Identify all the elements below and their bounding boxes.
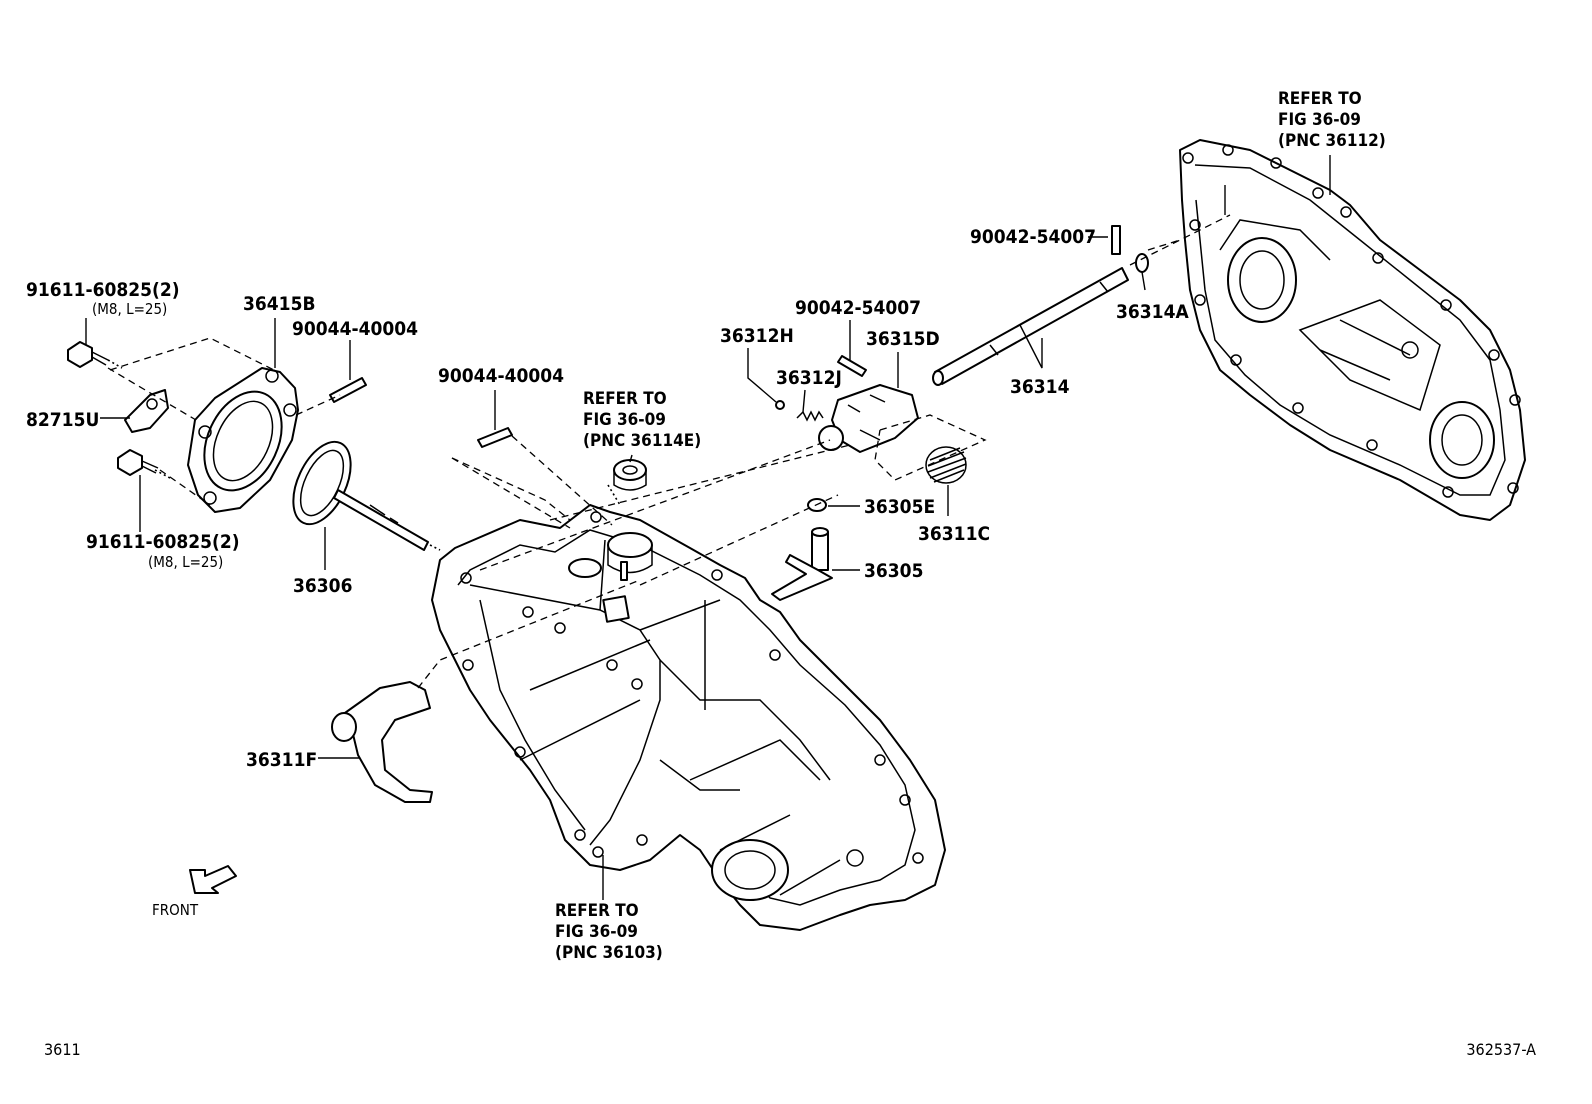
main-case	[431, 504, 946, 931]
reference-note-top-right: REFER TO FIG 36-09 (PNC 36112)	[1278, 89, 1386, 151]
bushing	[613, 459, 647, 491]
oil-seal-shaft	[292, 440, 429, 551]
label-snap: 36305E	[864, 496, 935, 518]
figure-id: 362537-A	[1466, 1040, 1536, 1059]
pin-d	[1111, 225, 1121, 255]
part-labels: 91611-60825(2) (M8, L=25) 82715U 91611-6…	[26, 226, 1189, 919]
label-bolt-top: 91611-60825(2)	[26, 279, 180, 301]
label-pin-b: 90044-40004	[438, 365, 564, 387]
detent-ball	[775, 400, 785, 410]
label-pin-d: 90042-54007	[970, 226, 1096, 248]
rear-cover-case	[1179, 139, 1526, 521]
ref-top-right-line-3: (PNC 36112)	[1278, 131, 1386, 151]
label-seal-shaft: 36306	[293, 575, 352, 597]
small-spring	[796, 410, 824, 422]
label-bracket: 82715U	[26, 409, 99, 431]
label-spring-small: 36312J	[776, 367, 842, 389]
front-arrow-icon	[189, 865, 237, 894]
shift-head	[818, 384, 919, 453]
ref-bottom-line-1: REFER TO	[555, 901, 639, 921]
pin-c	[837, 355, 867, 377]
bracket-part	[124, 389, 169, 433]
ref-top-right-line-2: FIG 36-09	[1278, 110, 1361, 130]
reference-note-top-center: REFER TO FIG 36-09 (PNC 36114E)	[583, 389, 701, 451]
bolt-top	[67, 341, 109, 368]
ref-top-center-line-2: FIG 36-09	[583, 410, 666, 430]
label-cover: 36415B	[243, 293, 316, 315]
cover-bolt-holes	[1182, 144, 1521, 498]
shift-fork	[331, 681, 433, 803]
reference-note-bottom: REFER TO FIG 36-09 (PNC 36103)	[555, 901, 663, 963]
ref-top-center-line-3: (PNC 36114E)	[583, 431, 701, 451]
label-ring: 36314A	[1116, 301, 1189, 323]
ref-top-center-line-1: REFER TO	[583, 389, 667, 409]
label-bolt-top-spec: (M8, L=25)	[92, 300, 167, 318]
label-bolt-bottom-spec: (M8, L=25)	[148, 553, 223, 571]
label-pin-c: 90042-54007	[795, 297, 921, 319]
page-code: 3611	[44, 1040, 81, 1059]
large-spring	[925, 446, 967, 484]
label-spring-big: 36311C	[918, 523, 990, 545]
bolt-bottom	[117, 449, 159, 476]
label-bolt-bottom: 91611-60825(2)	[86, 531, 240, 553]
label-lever: 36305	[864, 560, 923, 582]
shift-shaft	[932, 267, 1129, 386]
extension-cover	[187, 367, 299, 513]
shift-lever	[771, 527, 833, 601]
label-shaft: 36314	[1010, 376, 1070, 398]
pin-b	[477, 427, 513, 448]
label-pin-a: 90044-40004	[292, 318, 418, 340]
label-ball: 36312H	[720, 325, 794, 347]
label-fork: 36311F	[246, 749, 317, 771]
ref-bottom-line-3: (PNC 36103)	[555, 943, 663, 963]
ref-bottom-line-2: FIG 36-09	[555, 922, 638, 942]
assembly-lines	[107, 214, 1231, 689]
leader-lines	[85, 155, 1331, 900]
ref-top-right-line-1: REFER TO	[1278, 89, 1362, 109]
pin-a	[329, 377, 367, 403]
label-front: FRONT	[152, 901, 199, 919]
case-bolt-holes	[460, 511, 924, 867]
label-head: 36315D	[866, 328, 940, 350]
